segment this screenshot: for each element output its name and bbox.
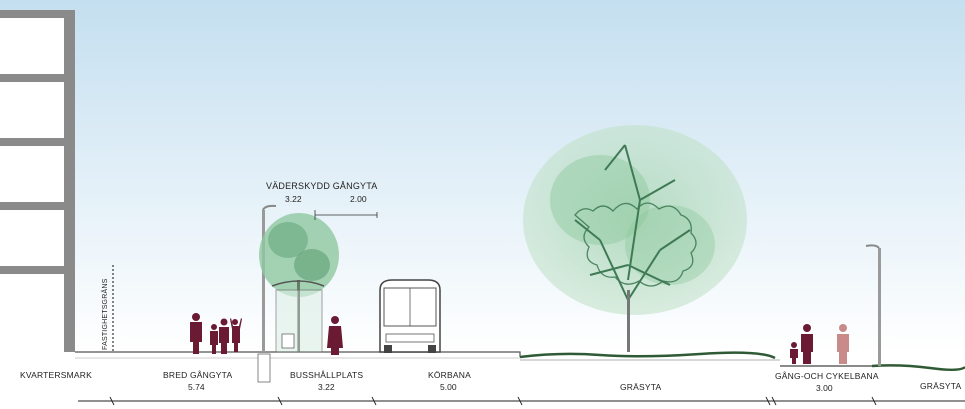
zone-width-gang-och-cykelbana: 3.00 [816, 383, 833, 393]
annotation-title: VÄDERSKYDD GÅNGYTA [266, 181, 377, 191]
zone-label-korbana: KÖRBANA [428, 370, 471, 380]
bus [379, 279, 441, 353]
property-line-label: FASTIGHETSGRÄNS [101, 278, 109, 350]
cycle-path-pedestrians [790, 324, 849, 364]
grass-ground-1 [519, 351, 776, 360]
grass-ground-2 [871, 364, 965, 371]
zone-label-gang-och-cykelbana: GÅNG-OCH CYKELBANA [775, 371, 879, 381]
bus-shelter [271, 280, 325, 353]
large-tree [523, 125, 747, 352]
zone-width-busshallplats: 3.22 [318, 382, 335, 392]
zone-label-grasyta-2: GRÄSYTA [920, 381, 962, 391]
ground-line [75, 351, 521, 357]
weather-shelter-annotation: VÄDERSKYDD GÅNGYTA 3.22 2.00 [266, 181, 378, 220]
zone-label-grasyta-1: GRÄSYTA [620, 382, 662, 392]
zone-label-bred-gangyta: BRED GÅNGYTA [163, 370, 232, 380]
sky-background [0, 0, 965, 352]
zone-width-bred-gangyta: 5.74 [188, 382, 205, 392]
zone-label-kvartersmark: KVARTERSMARK [20, 370, 92, 380]
zone-labels: KVARTERSMARK BRED GÅNGYTA 5.74 BUSSHÅLLP… [20, 370, 962, 393]
street-lamp-right [865, 244, 881, 366]
zone-width-korbana: 5.00 [440, 382, 457, 392]
building [0, 10, 75, 352]
annotation-value-right: 2.00 [350, 194, 367, 204]
pedestrian-group [190, 313, 343, 355]
street-lamp-left [257, 204, 277, 383]
annotation-value-left: 3.22 [285, 194, 302, 204]
dimension-line [78, 396, 965, 406]
zone-label-busshallplats: BUSSHÅLLPLATS [290, 370, 363, 380]
